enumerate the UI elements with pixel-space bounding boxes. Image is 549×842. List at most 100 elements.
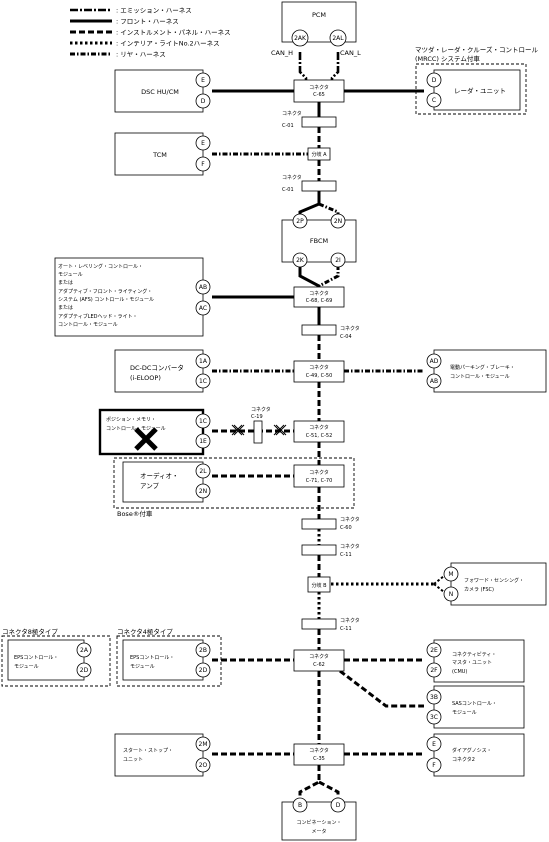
mrcc-title-2: (MRCC) システム付車 [415,54,480,63]
can-h-label: CAN_H [271,49,293,57]
c68-box [293,286,345,308]
c04-label-1: コネクタ [340,325,360,332]
audio-pin-2 [195,483,211,499]
als-line-2: モジュール [58,272,83,278]
dsc-box [114,69,204,113]
bose-label: Bose®付車 [117,509,153,518]
dcdc-module: DC-DCコンバータ (i-ELOOP) 1A 1C [114,349,211,393]
can-l-label: CAN_L [340,49,361,57]
ss-pin-2 [195,757,211,773]
diag-pin-2 [426,757,442,773]
radar-group: マツダ・レーダ・クルーズ・コントロール (MRCC) システム付車 レーダ・ユニ… [415,45,538,115]
c04-box [301,324,337,336]
c01a-label-1: コネクタ [282,110,302,117]
epb-line-2: コントロール・モジュール [450,374,510,380]
pos-pin-1-label: 1C [199,418,207,425]
connector-c11-lower: コネクタ C-11 [301,617,360,632]
ss-pin-1 [195,736,211,752]
cmu-pin-1-label: 2E [430,647,438,654]
eps4-pin-2 [195,662,211,678]
c01a-label-2: C-01 [282,123,294,129]
als-line-6: または [58,305,73,311]
connector-c68: コネクタ C-68, C-69 [293,286,345,308]
c35-label-2: C-35 [313,756,325,762]
c11b-label-2: C-11 [340,626,352,632]
legend-panel-label: : インストルメント・パネル・ハーネス [116,29,231,37]
als-pin-1 [195,279,211,295]
fbcm-pin-2-label: 2N [334,218,342,225]
tcm-pin-2 [195,156,211,172]
als-box [54,257,204,337]
c01b-label-2: C-01 [282,187,294,193]
connector-c01-upper: コネクタ C-01 [282,110,337,129]
connector-c19: コネクタ C-19 [231,406,287,444]
meter-pin-1 [292,797,308,813]
eps4-pin-1-label: 2B [199,647,207,654]
epb-pin-2-label: AB [430,378,438,385]
c19-box [253,420,263,444]
radar-pin-2 [426,92,442,108]
c01b-label-1: コネクタ [282,174,302,181]
ss-pin-1-label: 2M [199,741,208,748]
bus-lines [212,52,434,798]
pos-pin-1 [195,413,211,429]
c68-label-2: C-68, C-69 [306,298,333,304]
c60-box [301,518,337,530]
connector-c11-upper: コネクタ C-11 [301,543,360,558]
tcm-module: TCM E F [114,132,211,176]
fsc-pin-2 [443,586,459,602]
fbcm-pin-4-label: 2I [335,257,341,264]
audio-pin-1-label: 2L [199,468,207,475]
c35-label-1: コネクタ [309,747,329,754]
radar-pin-1-label: D [432,77,437,84]
eps4-pin-1 [195,642,211,658]
wire-meter-2 [318,780,340,798]
pos-not-used-cross-icon [134,427,158,451]
fbcm-pin-1-label: 2P [296,218,304,225]
audio-pin-1 [195,463,211,479]
diag-pin-2-label: F [432,762,436,769]
eps8-pin-2-label: 2D [80,667,89,674]
meter-module: コンビネーション・ メータ B D [281,797,357,841]
c60-label-2: C-60 [340,525,352,531]
legend: : エミッション・ハーネス : フロント・ハーネス : インストルメント・パネル… [70,7,231,59]
eps4-line-2: モジュール [130,664,155,670]
dsc-pin-1-label: E [201,77,205,84]
als-line-1: オート・レベリング・コントロール・ [58,263,143,270]
tcm-pin-1 [195,135,211,151]
wire-fbcm-out-1 [298,265,321,290]
branch-b-label: 分岐 B [311,582,327,589]
fsc-pin-2-label: N [449,591,454,598]
c01b-box [301,180,337,192]
eps8-title: コネクタ8極タイプ [2,627,58,636]
c11b-box [301,618,337,630]
connector-c01-lower: コネクタ C-01 [282,174,337,193]
meter-pin-1-label: B [298,802,302,809]
diag-pin-1-label: E [432,741,436,748]
meter-line-2: メータ [311,828,326,835]
als-line-3: または [58,280,73,286]
c11b-label-1: コネクタ [340,617,360,624]
c62-label-2: C-62 [313,662,325,668]
cmu-pin-2 [426,662,442,678]
c60-label-1: コネクタ [340,516,360,523]
dcdc-pin-1 [195,353,211,369]
pcm-pin-1-label: 2AK [294,35,307,42]
fbcm-module: FBCM 2P 2N 2K 2I [281,213,357,268]
fbcm-box [281,219,357,263]
dsc-module: DSC HU/CM E D [114,69,211,113]
wire-fbcm-out-2 [318,265,340,288]
c35-box [293,743,345,766]
c71-label-2: C-71, C-70 [306,478,333,484]
eps8-box [7,639,85,681]
pos-pin-2 [195,433,211,449]
als-line-5: システム (AFS) コントロール・モジュール [58,297,154,303]
c49-label-1: コネクタ [309,364,329,371]
sas-module: SASコントロール・ モジュール 3B 3C [426,685,525,729]
audio-line-2: アンプ [140,482,160,490]
sas-pin-1 [426,689,442,705]
sas-line-1: SASコントロール・ [452,701,497,707]
pcm-name: PCM [312,11,326,19]
epb-box [433,349,547,393]
